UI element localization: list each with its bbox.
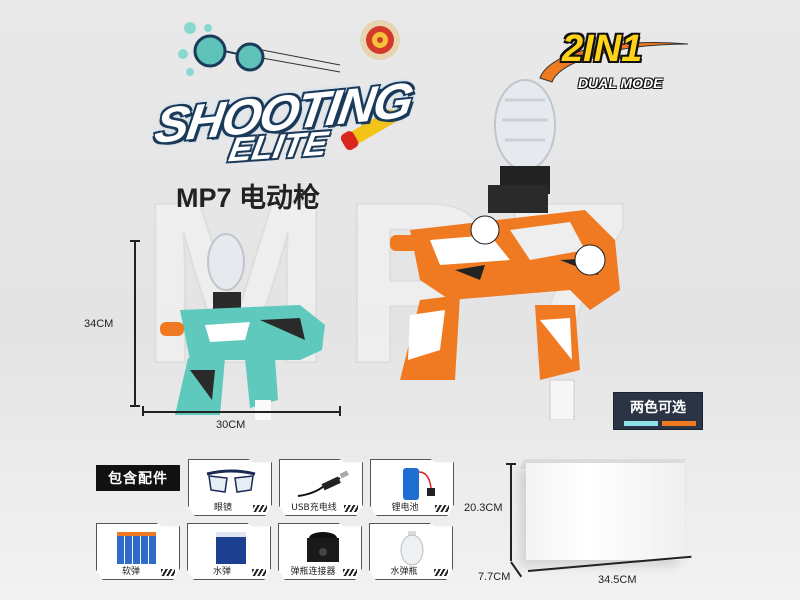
accessory-card: 水弹 bbox=[187, 523, 271, 580]
model-title: MP7 电动枪 bbox=[176, 183, 321, 213]
logo-subtitle: ELITE bbox=[225, 124, 331, 170]
accessory-label: 眼镜 bbox=[213, 503, 232, 513]
foam-darts-icon bbox=[117, 532, 156, 564]
bottle-connector-icon bbox=[307, 532, 339, 562]
box-height-line bbox=[510, 463, 512, 561]
dimension-tick bbox=[130, 405, 140, 407]
teal-swatch bbox=[624, 421, 658, 426]
foam-dart-icon bbox=[340, 109, 398, 151]
dual-mode-swoosh-icon bbox=[539, 42, 689, 83]
accessory-label: 弹瓶连接器 bbox=[290, 567, 336, 577]
accessory-label: USB充电线 bbox=[291, 503, 337, 513]
logo-graphic bbox=[178, 20, 400, 151]
accessory-card: 眼镜 bbox=[188, 459, 272, 516]
badge-dual-mode: DUAL MODE bbox=[578, 75, 663, 91]
dimension-tick bbox=[506, 463, 516, 465]
hatch-decoration bbox=[161, 569, 175, 576]
box-depth-label: 7.7CM bbox=[478, 571, 511, 583]
ammo-bottle-icon bbox=[494, 79, 556, 171]
hatch-decoration bbox=[343, 569, 357, 576]
large-gun-image bbox=[390, 79, 620, 420]
hatch-decoration bbox=[252, 569, 266, 576]
color-option-badge: 两色可选 bbox=[613, 392, 703, 430]
usb-cable-icon bbox=[297, 470, 349, 497]
gel-ball-icon bbox=[178, 22, 341, 76]
accessory-label: 软弹 bbox=[121, 567, 140, 577]
accessory-card: 软弹 bbox=[96, 523, 180, 580]
dimension-tick bbox=[142, 406, 144, 416]
hatch-decoration bbox=[344, 505, 358, 512]
badge-2in1: 2IN1 bbox=[562, 28, 643, 70]
accessory-card: 锂电池 bbox=[370, 459, 454, 516]
accessory-label: 水弹瓶 bbox=[390, 567, 418, 577]
accessory-label: 锂电池 bbox=[391, 503, 419, 513]
battery-icon bbox=[403, 468, 435, 500]
accessory-card: 水弹瓶 bbox=[369, 523, 453, 580]
dimension-tick bbox=[339, 406, 341, 416]
ammo-bottle-icon bbox=[400, 531, 424, 566]
accessory-card: 弹瓶连接器 bbox=[278, 523, 362, 580]
accessories-header: 包含配件 bbox=[96, 465, 180, 491]
package-box bbox=[526, 463, 684, 560]
hatch-decoration bbox=[434, 569, 448, 576]
hatch-decoration bbox=[435, 505, 449, 512]
color-option-label: 两色可选 bbox=[630, 400, 686, 416]
gel-beads-icon bbox=[216, 532, 246, 564]
height-dimension-line bbox=[134, 240, 136, 406]
box-height-label: 20.3CM bbox=[464, 502, 503, 514]
small-gun-image bbox=[160, 233, 325, 420]
small-gun-height-label: 34CM bbox=[84, 318, 114, 330]
width-dimension-line bbox=[142, 411, 340, 413]
dimension-tick bbox=[130, 240, 140, 242]
accessory-label: 水弹 bbox=[212, 567, 231, 577]
hatch-decoration bbox=[253, 505, 267, 512]
box-depth-line bbox=[510, 561, 523, 578]
target-icon bbox=[360, 20, 400, 60]
orange-swatch bbox=[662, 421, 696, 426]
box-width-label: 34.5CM bbox=[598, 574, 637, 586]
glasses-icon bbox=[206, 469, 256, 493]
small-gun-width-label: 30CM bbox=[216, 419, 246, 431]
accessory-card: USB充电线 bbox=[279, 459, 363, 516]
